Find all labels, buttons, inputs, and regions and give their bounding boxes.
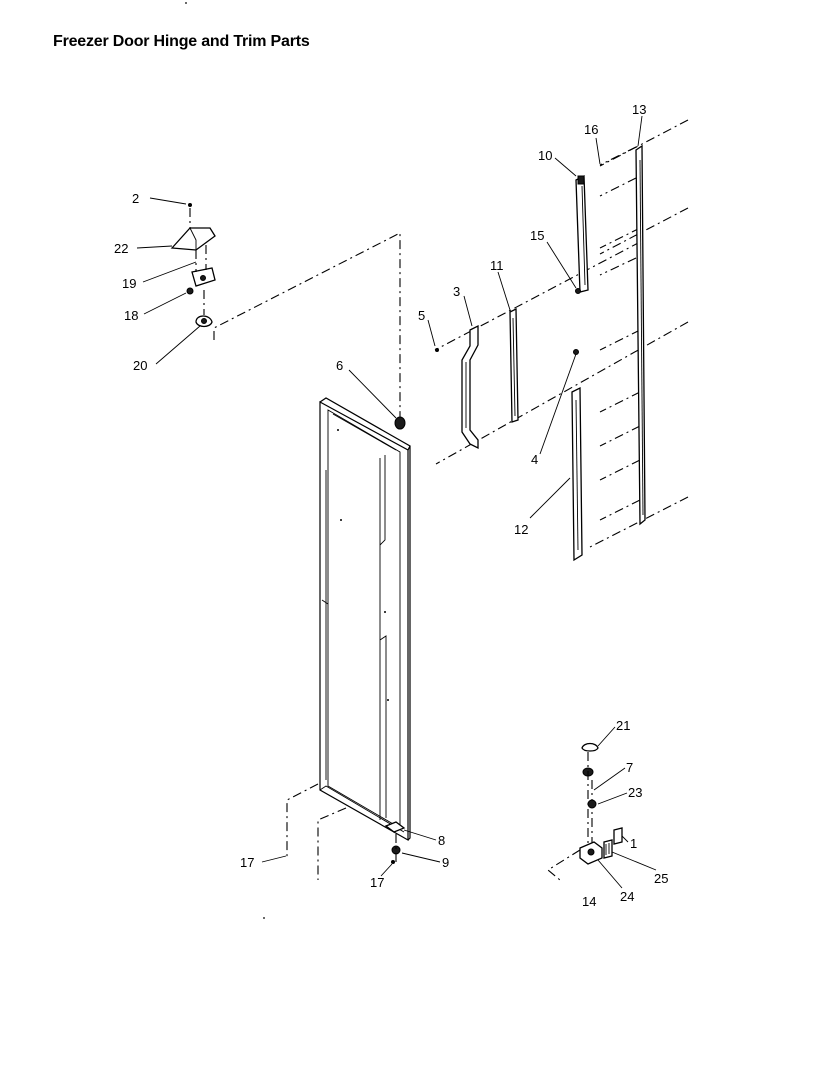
freezer-door [319, 397, 411, 842]
callout-1: 1 [630, 836, 637, 851]
part-10-upper-trim [575, 174, 589, 293]
callout-3: 3 [453, 284, 460, 299]
part-4-clip [573, 349, 579, 355]
callout-2: 2 [132, 191, 139, 206]
callout-9: 9 [442, 855, 449, 870]
callout-17-left: 17 [240, 855, 254, 870]
callout-22: 22 [114, 241, 128, 256]
page-title: Freezer Door Hinge and Trim Parts [53, 33, 310, 50]
callout-6: 6 [336, 358, 343, 373]
part-15-clip [575, 288, 581, 294]
part-6-bushing [394, 416, 406, 430]
callout-23: 23 [628, 785, 642, 800]
part-11-handle-trim [509, 307, 519, 423]
callout-17-bottom: 17 [370, 875, 384, 890]
callout-18: 18 [124, 308, 138, 323]
bottom-door-hinge [286, 783, 406, 880]
callout-4: 4 [531, 452, 538, 467]
part-13-long-trim [635, 144, 646, 526]
callout-24: 24 [620, 889, 634, 904]
callout-labels: 2 22 19 18 20 6 5 3 11 15 10 16 13 4 12 … [114, 102, 668, 909]
callout-12: 12 [514, 522, 528, 537]
leader-lines [136, 115, 657, 889]
part-5-screw [435, 348, 439, 352]
callout-7: 7 [626, 760, 633, 775]
lower-hinge-assembly [547, 742, 623, 881]
callout-13: 13 [632, 102, 646, 117]
callout-15: 15 [530, 228, 544, 243]
callout-10: 10 [538, 148, 552, 163]
callout-14: 14 [582, 894, 596, 909]
part-12-lower-trim [571, 386, 583, 562]
callout-21: 21 [616, 718, 630, 733]
callout-8: 8 [438, 833, 445, 848]
callout-20: 20 [133, 358, 147, 373]
callout-5: 5 [418, 308, 425, 323]
part-3-handle [461, 324, 479, 450]
callout-11: 11 [490, 258, 504, 273]
callout-25: 25 [654, 871, 668, 886]
upper-hinge-assembly [170, 203, 216, 328]
callout-16: 16 [584, 122, 598, 137]
callout-19: 19 [122, 276, 136, 291]
